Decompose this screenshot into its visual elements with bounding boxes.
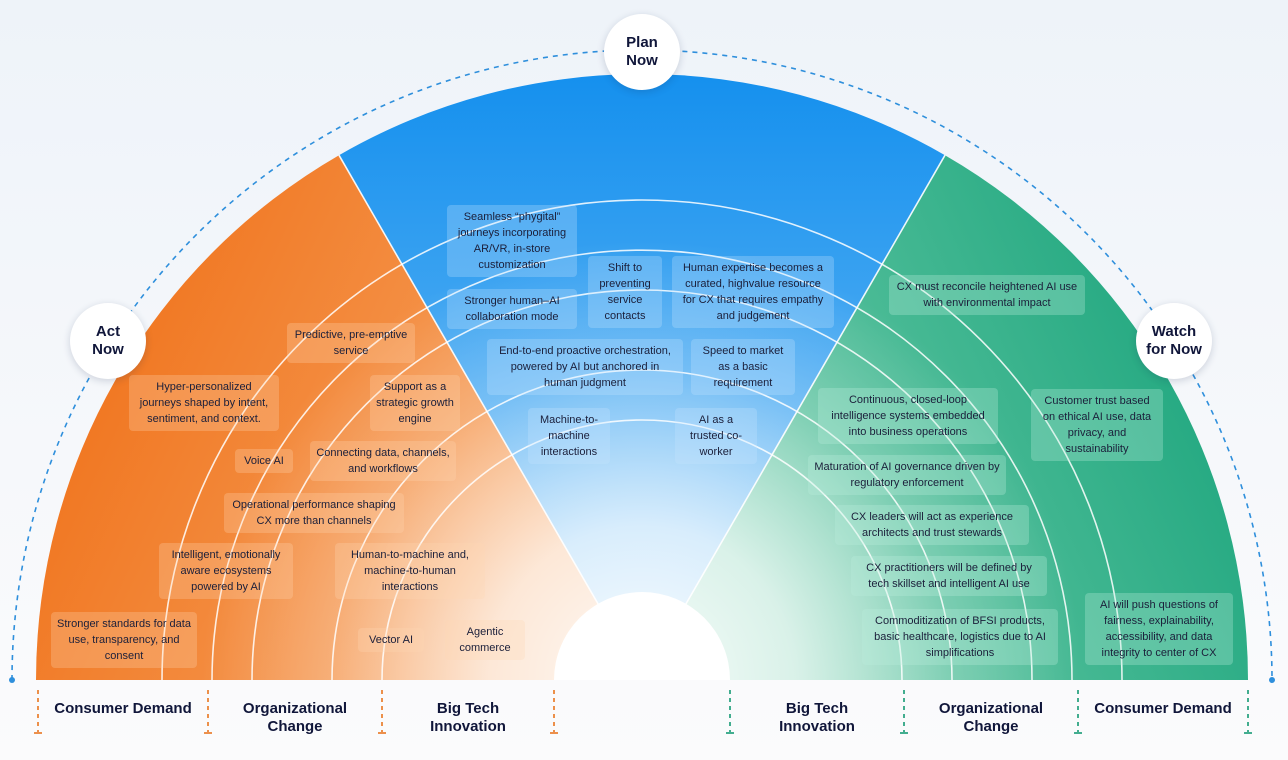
ring-5 (381, 419, 903, 681)
center-semicircle (554, 592, 730, 680)
plan-item-human-expertise: Human expertise becomes a curated, highv… (672, 256, 834, 328)
act-item-predictive-service: Predictive, pre-emptive service (287, 323, 415, 363)
category-organizational-change-left: Organizational Change (242, 700, 348, 735)
plan-item-human-ai-collab: Stronger human–AI collaboration mode (447, 289, 577, 329)
separator-left (338, 154, 643, 681)
plan-item-preventing-contacts: Shift to preventing service contacts (588, 256, 662, 328)
watch-item-commoditization: Commoditization of BFSI products, basic … (862, 609, 1058, 665)
plan-item-end-to-end: End-to-end proactive orchestration, powe… (487, 339, 683, 395)
ring-4 (331, 369, 953, 681)
category-organizational-change-right: Organizational Change (938, 700, 1044, 735)
ring-3 (251, 289, 1033, 681)
category-big-tech-left: Big Tech Innovation (430, 700, 506, 735)
act-item-support-growth: Support as a strategic growth engine (370, 375, 460, 431)
ring-2 (211, 249, 1073, 681)
act-now-badge: Act Now (70, 303, 146, 379)
act-item-operational-performance: Operational performance shaping CX more … (224, 493, 404, 533)
watch-now-badge: Watch for Now (1136, 303, 1212, 379)
watch-item-cx-practitioners: CX practitioners will be defined by tech… (851, 556, 1047, 596)
category-consumer-demand-right: Consumer Demand (1094, 700, 1232, 717)
watch-item-customer-trust: Customer trust based on ethical AI use, … (1031, 389, 1163, 461)
act-item-vector-ai: Vector AI (358, 628, 424, 652)
plan-item-phygital: Seamless “phygital” journeys incorporati… (447, 205, 577, 277)
category-consumer-demand-left: Consumer Demand (54, 700, 192, 717)
watch-item-ai-governance: Maturation of AI governance driven by re… (808, 455, 1006, 495)
separator-right (641, 154, 946, 681)
outer-dashed-arc (11, 49, 1273, 681)
act-item-hyper-personalized: Hyper-personalized journeys shaped by in… (129, 375, 279, 431)
watch-item-environmental: CX must reconcile heightened AI use with… (889, 275, 1085, 315)
act-item-stronger-standards: Stronger standards for data use, transpa… (51, 612, 197, 668)
plan-item-ai-coworker: AI as a trusted co-worker (675, 408, 757, 464)
act-item-connecting-data: Connecting data, channels, and workflows (310, 441, 456, 481)
center-fade (36, 74, 1248, 680)
ring-1 (161, 199, 1123, 681)
plan-now-badge: Plan Now (604, 14, 680, 90)
watch-item-cx-leaders: CX leaders will act as experience archit… (835, 505, 1029, 545)
watch-item-fairness: AI will push questions of fairness, expl… (1085, 593, 1233, 665)
arc-end-left (9, 677, 15, 683)
act-item-intelligent-ecosystems: Intelligent, emotionally aware ecosystem… (159, 543, 293, 599)
act-item-human-to-machine: Human-to-machine and, machine-to-human i… (335, 543, 485, 599)
plan-item-machine-to-machine: Machine-to-machine interactions (528, 408, 610, 464)
act-item-voice-ai: Voice AI (235, 449, 293, 473)
watch-item-closed-loop: Continuous, closed-loop intelligence sys… (818, 388, 998, 444)
plan-item-speed-to-market: Speed to market as a basic requirement (691, 339, 795, 395)
category-big-tech-right: Big Tech Innovation (779, 700, 855, 735)
arc-end-right (1269, 677, 1275, 683)
act-item-agentic-commerce: Agentic commerce (445, 620, 525, 660)
